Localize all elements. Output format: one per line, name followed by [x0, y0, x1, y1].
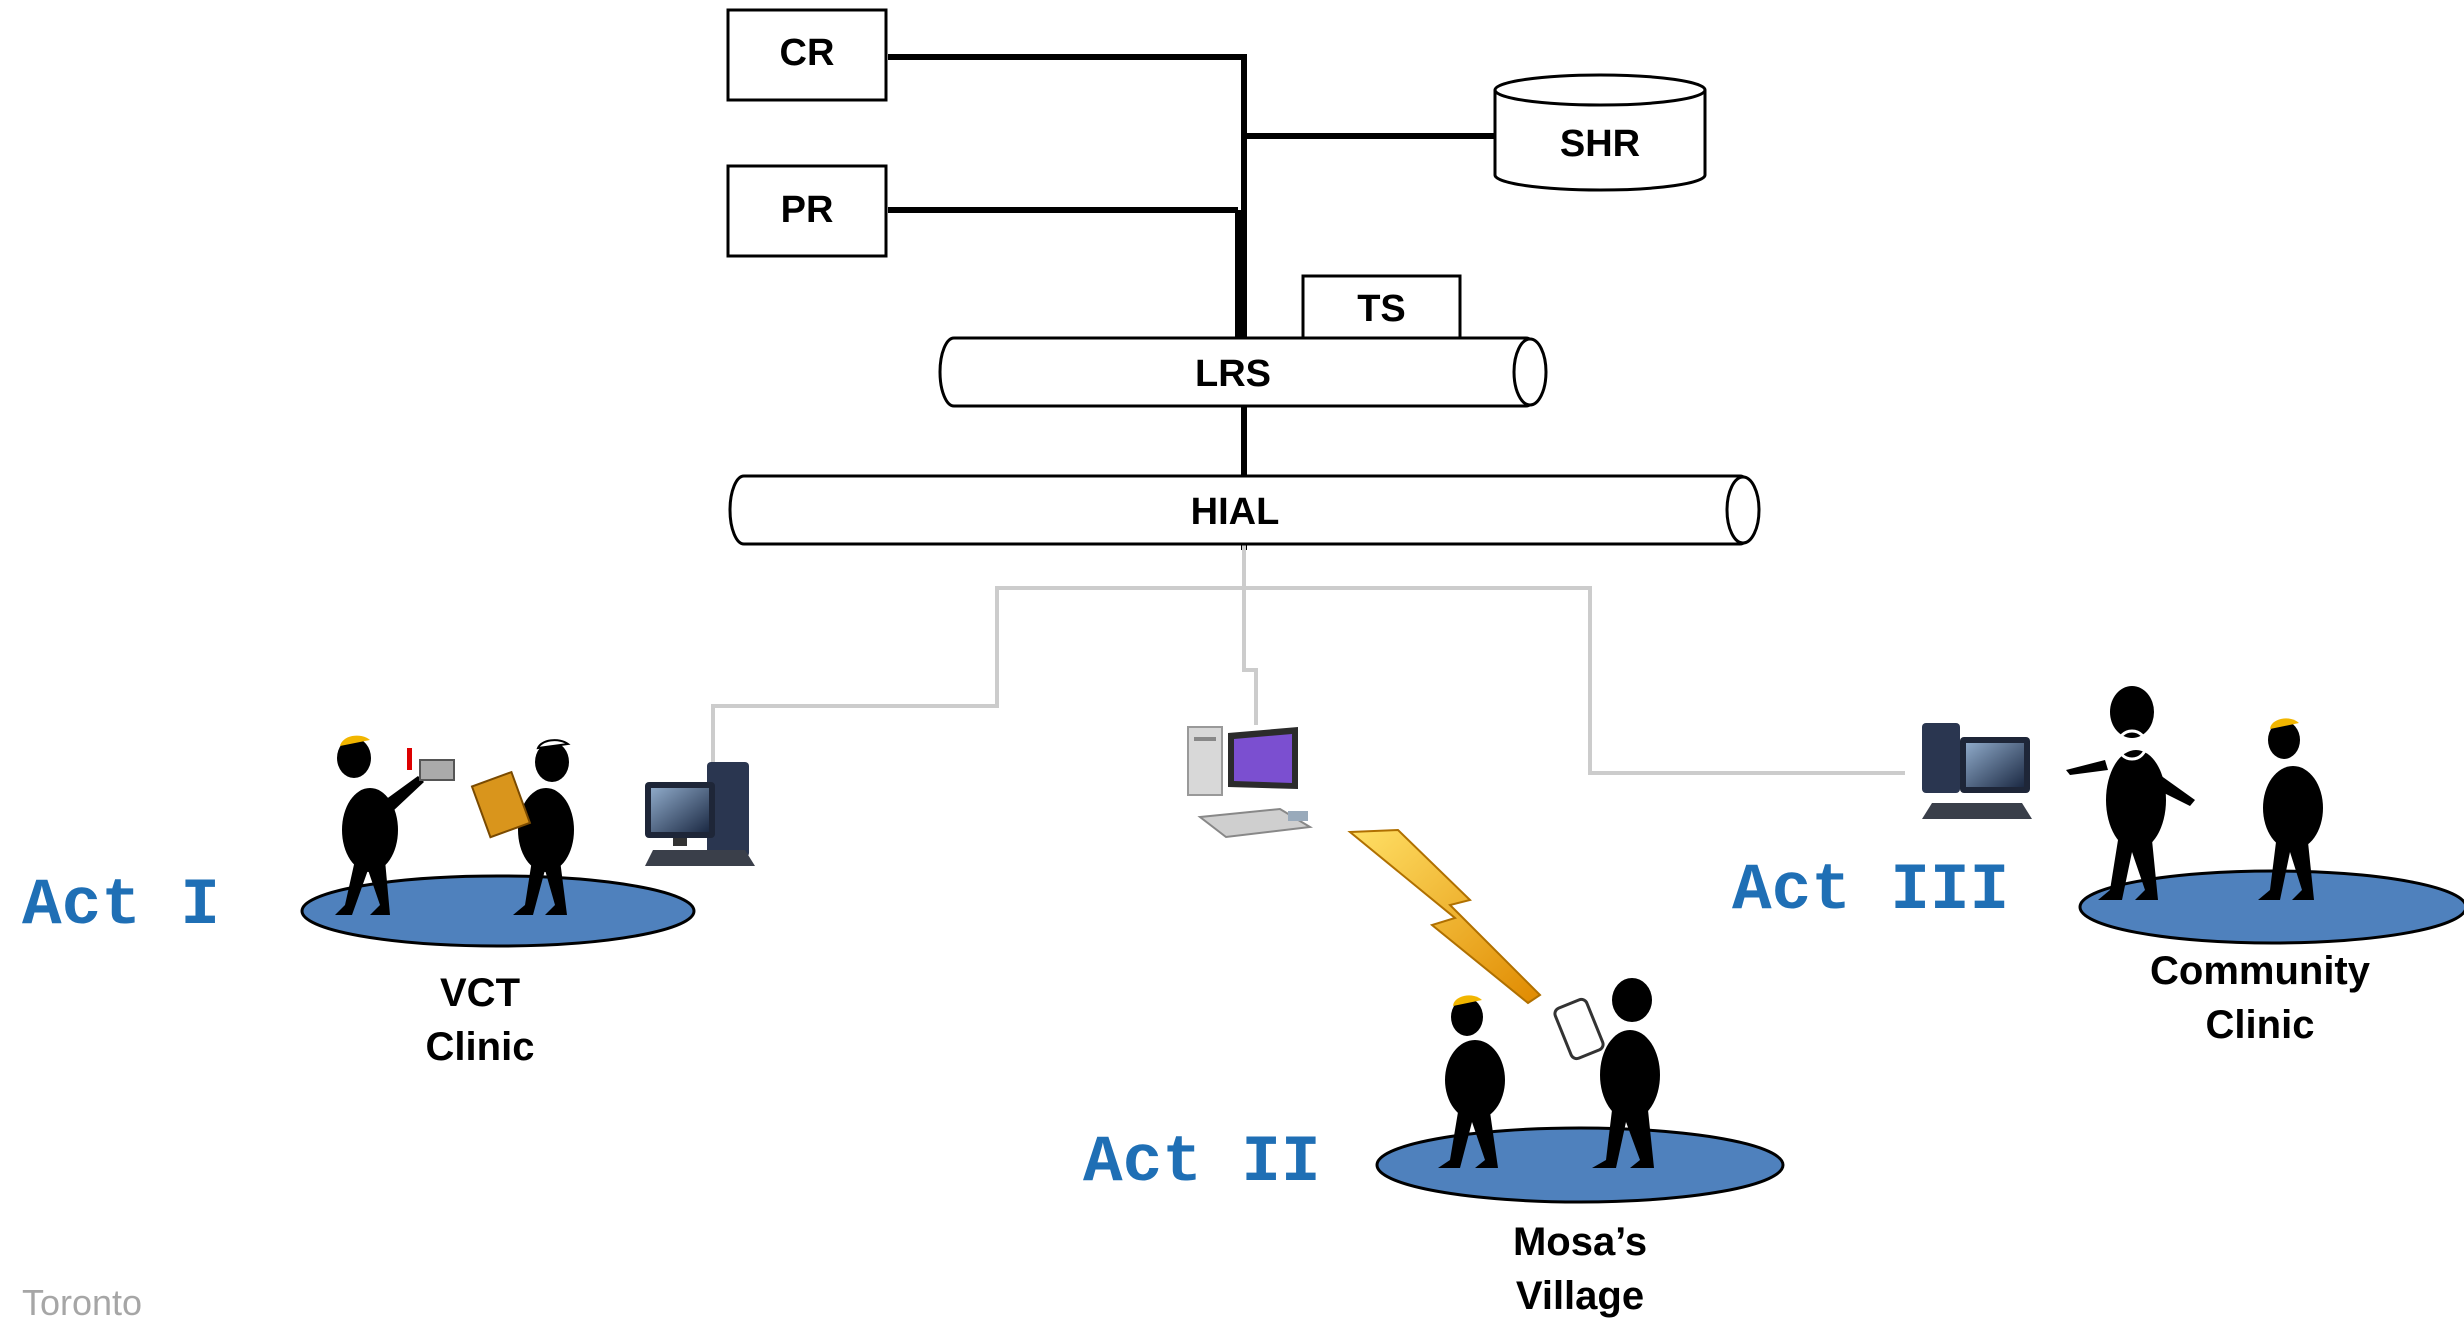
- site-line-2: Clinic: [2205, 1003, 2315, 1047]
- site-line-2: Village: [1515, 1274, 1645, 1318]
- shr-database: [1493, 73, 1707, 192]
- doctor-figure-icon: [2066, 686, 2195, 900]
- patient-figure-icon: [513, 739, 574, 915]
- desktop-computer-icon: [645, 762, 755, 866]
- network-connectors: [711, 545, 1905, 775]
- lrs-label: LRS: [1195, 353, 1271, 395]
- mobile-phone-icon: [1553, 997, 1605, 1061]
- shr-label: SHR: [1559, 123, 1641, 165]
- clipboard-icon: [470, 770, 532, 839]
- desktop-computer-icon: [1187, 726, 1314, 839]
- desktop-computer-icon: [1922, 723, 2032, 819]
- act-ii-label: Act II: [1083, 1125, 1321, 1200]
- site-line-1: Community: [2150, 949, 2370, 993]
- pr-label: PR: [780, 189, 834, 231]
- site-line-1: VCT: [440, 971, 520, 1015]
- site-line-2: Clinic: [425, 1025, 535, 1069]
- act-iii-label: Act III: [1732, 853, 2010, 928]
- site-line-1: Mosa’s: [1512, 1220, 1648, 1264]
- villager-figure-icon: [1438, 995, 1505, 1168]
- act-ii-site: Mosa’s Village: [1470, 1215, 1690, 1323]
- caller-figure-icon: [1592, 978, 1660, 1168]
- hial-bus: [728, 474, 1761, 546]
- act-i-label: Act I: [22, 868, 221, 943]
- act-iii-site: Community Clinic: [2110, 944, 2410, 1052]
- footer-text: Toronto: [22, 1282, 143, 1323]
- patient-figure-icon: [2258, 718, 2323, 900]
- ts-label: TS: [1357, 288, 1406, 330]
- ts-box: [1301, 274, 1462, 340]
- act-i-platform: [300, 874, 696, 948]
- lrs-bus: [938, 336, 1548, 408]
- act-i-site: VCT Clinic: [380, 966, 580, 1074]
- cr-box: [726, 8, 888, 102]
- health-worker-figure-icon: [335, 735, 424, 915]
- lightning-bolt-icon: [1347, 828, 1542, 1005]
- pr-box: [726, 164, 888, 258]
- act-ii-platform: [1375, 1126, 1785, 1204]
- device-icon: [419, 759, 455, 781]
- cr-label: CR: [779, 32, 835, 74]
- hial-label: HIAL: [1190, 491, 1280, 533]
